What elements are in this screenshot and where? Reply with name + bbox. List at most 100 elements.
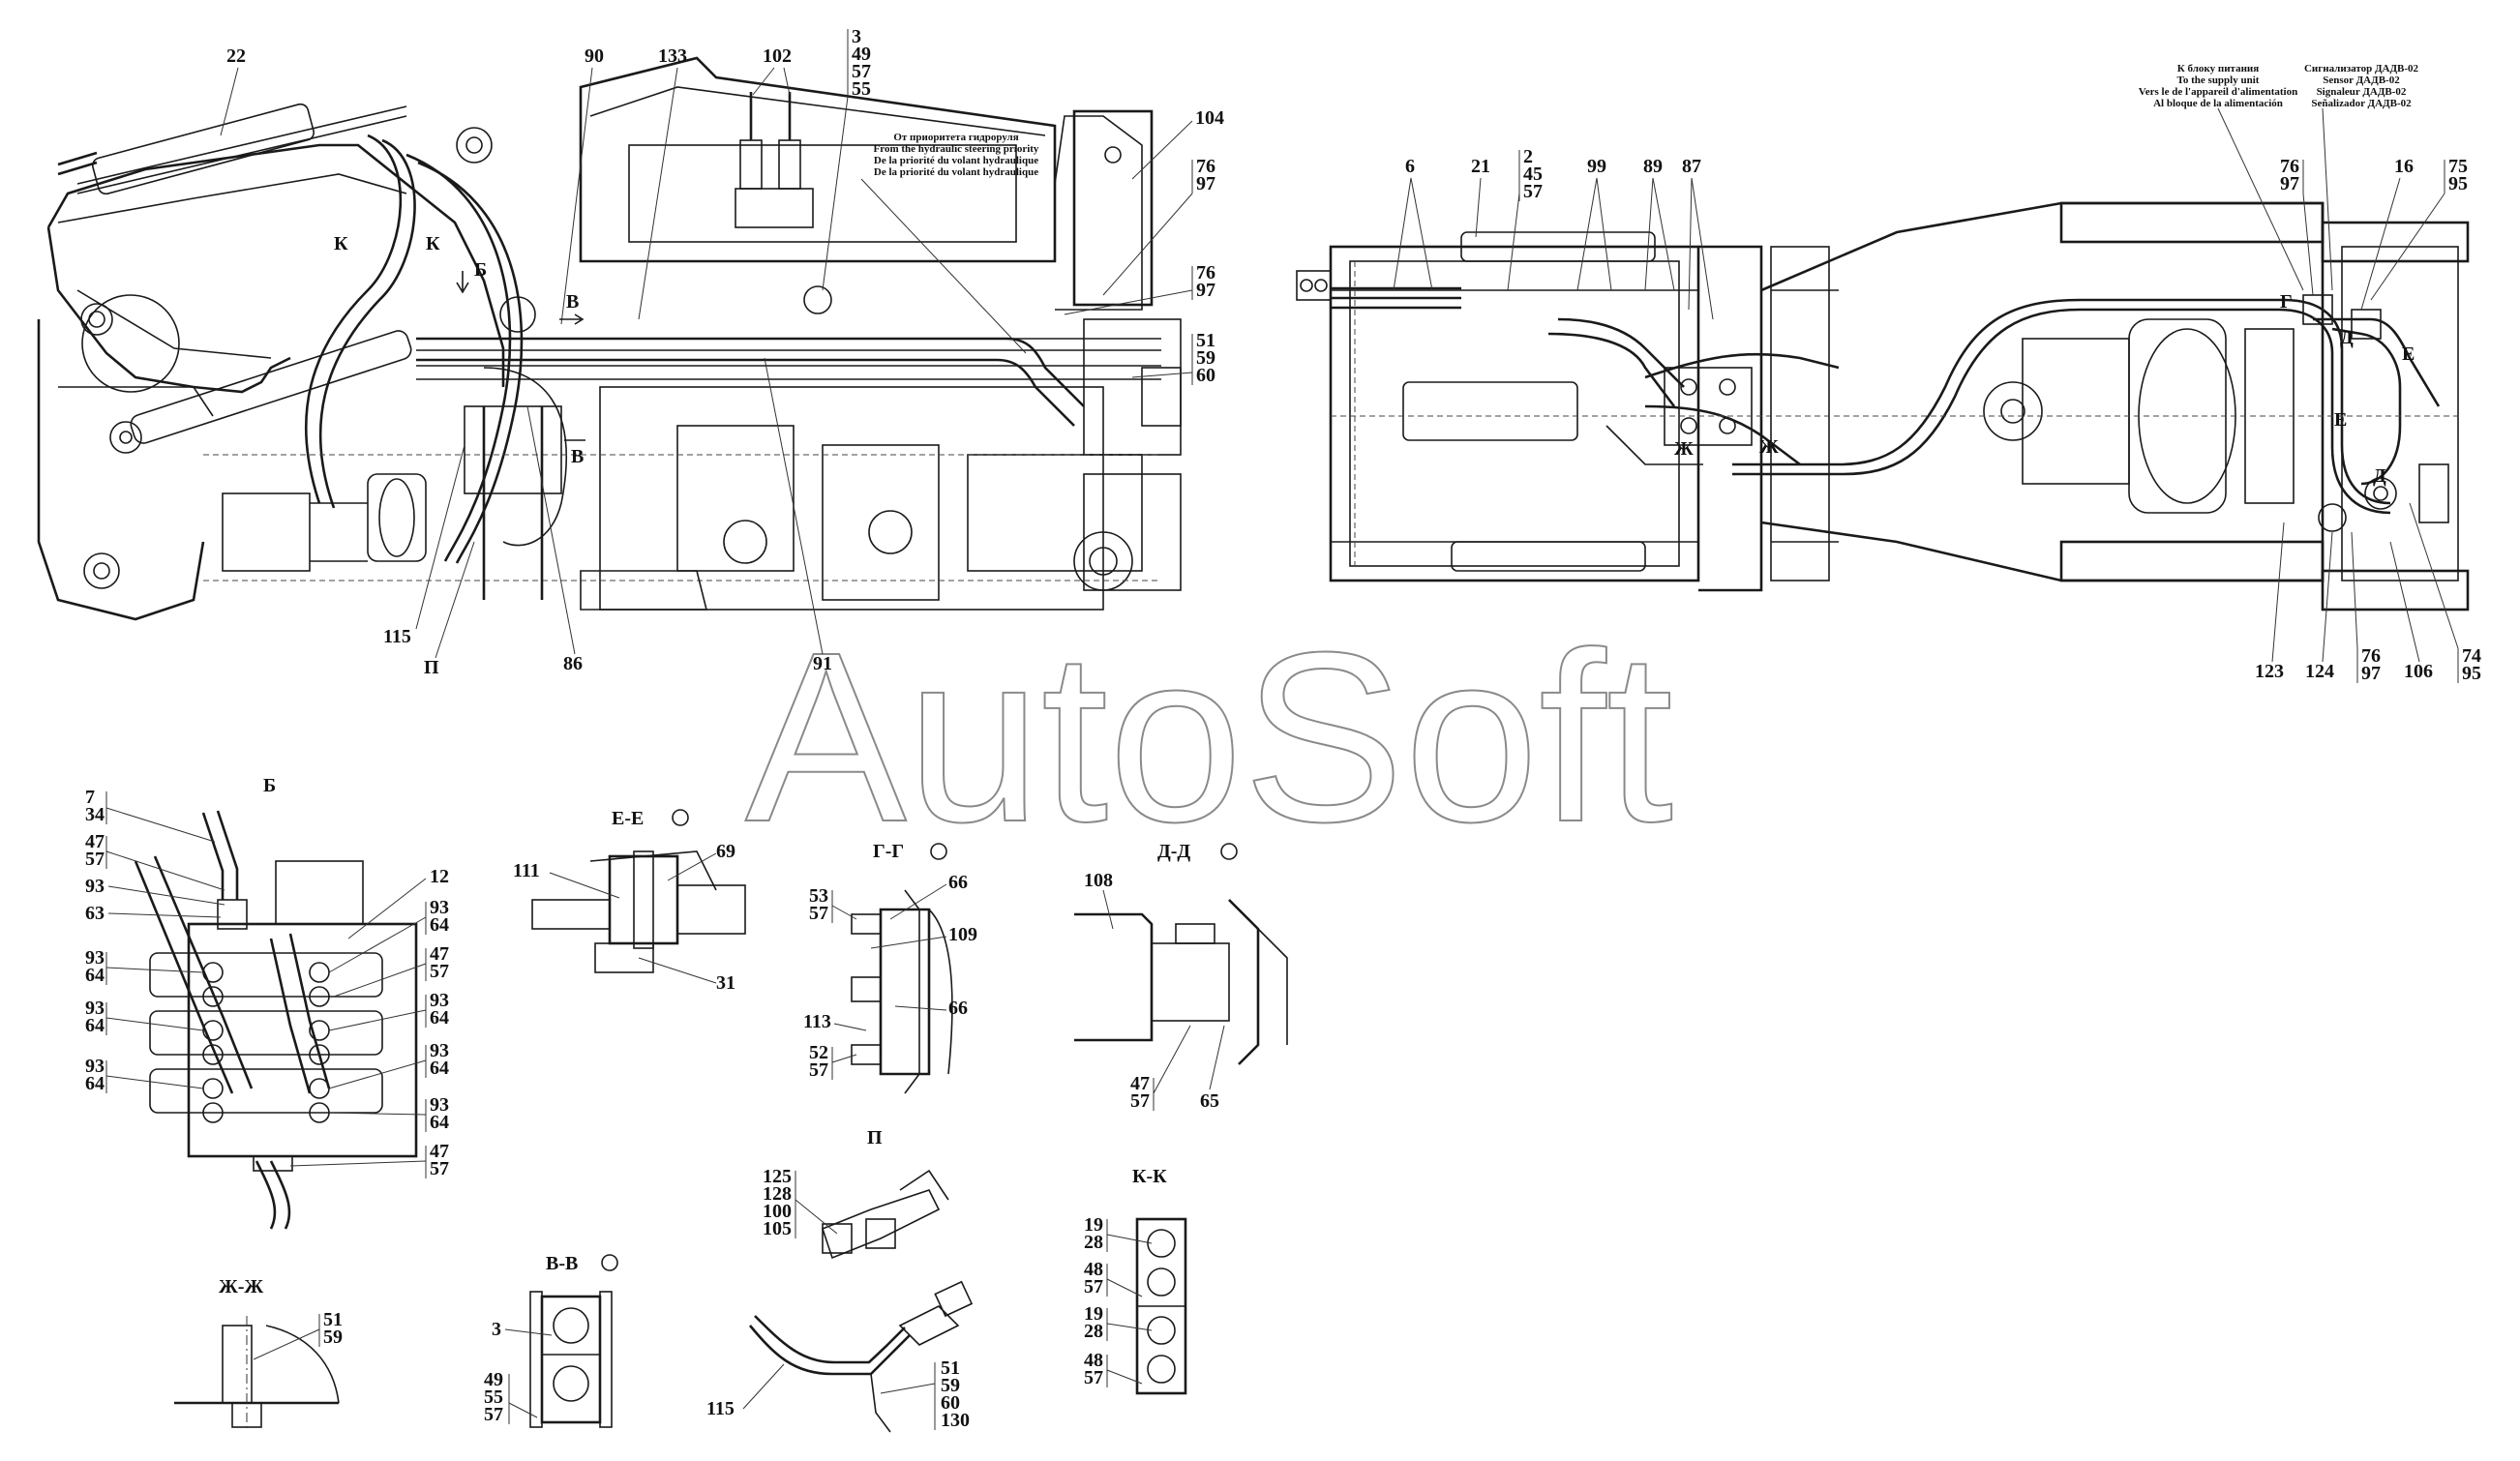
callout-64r: 64 [430,914,449,936]
callout-47: 47 [85,831,105,852]
callout-57: 57 [484,1404,503,1425]
detail-B: Б 7 34 47 57 93 63 93 64 [85,775,449,1230]
detail-DD-title: Д-Д [1157,841,1190,862]
callout-93: 93 [85,876,105,897]
callout-2: 2 [1523,146,1533,167]
note-sensor-en: Sensor ДАДВ-02 [2323,75,2400,86]
callout-104: 104 [1195,107,1224,129]
callout-90: 90 [585,45,604,67]
callout-100: 100 [763,1201,792,1222]
callout-133: 133 [658,45,687,67]
callout-64r2: 64 [430,1007,449,1029]
side-view-callouts: 22 90 133 102 3 49 57 55 104 76 97 76 97… [220,26,1224,678]
marker-G: Г [2280,291,2293,313]
detail-GG: Г-Г 53 57 66 109 113 66 52 57 [803,841,977,1094]
marker-V-1: В [566,291,579,313]
callout-93r4: 93 [430,1094,449,1116]
detail-KK-title: К-К [1132,1166,1167,1187]
callout-69: 69 [716,841,735,862]
callout-66: 66 [948,872,968,893]
marker-D-1: Д [2340,327,2354,348]
callout-97b: 97 [2361,663,2381,684]
callout-97: 97 [2280,173,2299,194]
callout-115: 115 [706,1398,735,1419]
callout-93d: 93 [85,1056,105,1077]
note-sensor-es: Señalizador ДАДВ-02 [2311,98,2412,109]
callout-87: 87 [1682,156,1701,177]
note-priority-fr: De la priorité du volant hydraulique [874,155,1038,166]
marker-E-2: Е [2334,409,2347,431]
callout-97: 97 [1196,173,1215,194]
callout-65: 65 [1200,1090,1219,1112]
callout-57b: 57 [1084,1367,1103,1388]
callout-63: 63 [85,903,105,924]
callout-75: 75 [2448,156,2468,177]
callout-48b: 48 [1084,1350,1103,1371]
callout-99: 99 [1587,156,1606,177]
callout-124: 124 [2305,661,2334,682]
callout-59: 59 [323,1327,343,1348]
callout-49: 49 [484,1369,503,1390]
detail-P-title: П [867,1127,883,1148]
marker-D-2: Д [2373,465,2386,487]
callout-16: 16 [2394,156,2414,177]
callout-47r2: 47 [430,1141,449,1162]
top-view [1296,201,2470,611]
callout-128: 128 [763,1183,792,1205]
callout-7: 7 [85,787,95,808]
callout-76: 76 [1196,156,1215,177]
callout-111: 111 [513,860,540,881]
callout-28b: 28 [1084,1321,1103,1342]
callout-57: 57 [85,849,105,870]
callout-57: 57 [1523,181,1543,202]
callout-60: 60 [941,1392,960,1414]
detail-VV: В-В 3 49 55 57 [484,1253,618,1428]
note-priority-en: From the hydraulic steering priority [874,143,1039,155]
callout-47: 47 [1130,1073,1150,1094]
callout-66b: 66 [948,998,968,1019]
marker-Zh-1: Ж [1674,438,1694,460]
callout-45: 45 [1523,164,1543,185]
callout-3: 3 [492,1319,501,1340]
callout-64r3: 64 [430,1058,449,1079]
top-view-callouts: 6 21 2 45 57 99 89 87 76 97 16 75 95 123… [1393,63,2481,684]
note-supply-en: To the supply unit [2177,75,2260,86]
note-supply-fr: Vers le de l'appareil d'alimentation [2139,86,2297,98]
callout-109: 109 [948,924,977,945]
callout-57r: 57 [430,961,449,982]
callout-91: 91 [813,653,832,674]
callout-52: 52 [809,1042,828,1063]
callout-76b: 76 [2361,645,2381,667]
detail-EE-title: Е-Е [612,808,644,829]
callout-57: 57 [852,61,871,82]
note-supply-es: Al bloque de la alimentación [2153,98,2283,109]
callout-60: 60 [1196,365,1215,386]
callout-55: 55 [852,78,871,100]
callout-89: 89 [1643,156,1663,177]
callout-19: 19 [1084,1214,1103,1236]
marker-K-1: К [334,233,348,254]
detail-GG-title: Г-Г [873,841,904,862]
callout-3: 3 [852,26,861,47]
callout-95b: 95 [2462,663,2481,684]
callout-57: 57 [1084,1276,1103,1297]
callout-64r4: 64 [430,1112,449,1133]
callout-102: 102 [763,45,792,67]
callout-93r: 93 [430,897,449,918]
callout-51: 51 [941,1357,960,1379]
note-supply-ru: К блоку питания [2177,63,2259,75]
note-sensor-ru: Сигнализатор ДАДВ-02 [2304,63,2419,75]
callout-51: 51 [323,1309,343,1330]
callout-76b: 76 [1196,262,1215,283]
callout-97b: 97 [1196,280,1215,301]
detail-ZhZh: Ж-Ж 51 59 [174,1276,343,1432]
callout-105: 105 [763,1218,792,1239]
callout-6: 6 [1405,156,1415,177]
callout-106: 106 [2404,661,2433,682]
callout-86: 86 [563,653,583,674]
callout-47r: 47 [430,943,449,965]
detail-KK: К-К 19 28 48 57 19 28 48 57 [1084,1166,1187,1395]
note-sensor-fr: Signaleur ДАДВ-02 [2317,86,2407,98]
callout-57b: 57 [809,1059,828,1081]
callout-34: 34 [85,804,105,825]
